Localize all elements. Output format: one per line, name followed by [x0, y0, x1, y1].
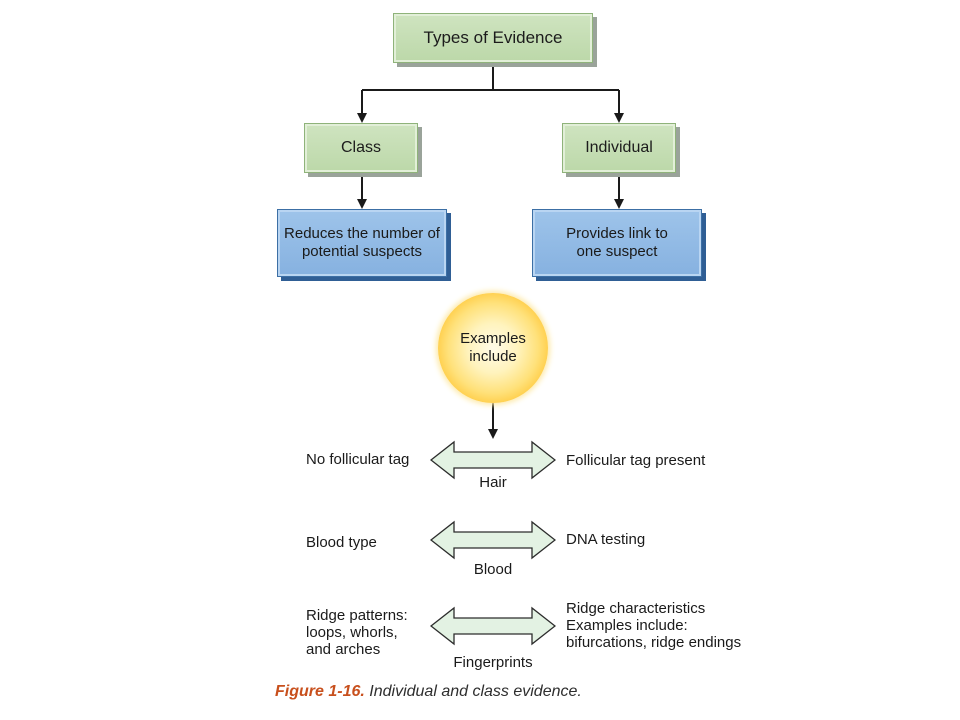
fingerprints-class-text: Ridge patterns: loops, whorls, and arche… — [306, 607, 408, 658]
hair-class-text: No follicular tag — [306, 451, 410, 468]
fingerprints-label: Fingerprints — [453, 654, 533, 671]
title-box: Types of Evidence — [393, 13, 593, 63]
figure-label: Figure 1-16. — [275, 683, 365, 700]
fingerprints-double-arrow — [430, 606, 556, 646]
figure-caption-text: Individual and class evidence. — [369, 683, 582, 700]
blood-label: Blood — [473, 561, 513, 578]
blood-double-arrow — [430, 520, 556, 560]
individual-description: Provides link to one suspect — [566, 225, 668, 260]
class-box: Class — [304, 123, 418, 173]
hair-label: Hair — [479, 474, 507, 491]
blood-individual-text: DNA testing — [566, 531, 646, 548]
class-label: Class — [340, 139, 381, 156]
hair-individual-text: Follicular tag present — [566, 452, 706, 469]
blood-class-text: Blood type — [306, 534, 377, 551]
fingerprints-individual-text: Ridge characteristics Examples include: … — [566, 600, 742, 651]
figure-caption: Figure 1-16. Individual and class eviden… — [275, 683, 582, 701]
individual-box: Individual — [562, 123, 676, 173]
class-description: Reduces the number of potential suspects — [284, 225, 440, 260]
title-text: Types of Evidence — [423, 28, 563, 47]
individual-label: Individual — [585, 139, 653, 156]
class-description-box: Reduces the number of potential suspects — [277, 209, 447, 277]
individual-description-box: Provides link to one suspect — [532, 209, 702, 277]
hub-text: Examples include — [460, 330, 526, 365]
examples-hub-circle: Examples include — [438, 293, 548, 403]
hair-double-arrow — [430, 440, 556, 480]
